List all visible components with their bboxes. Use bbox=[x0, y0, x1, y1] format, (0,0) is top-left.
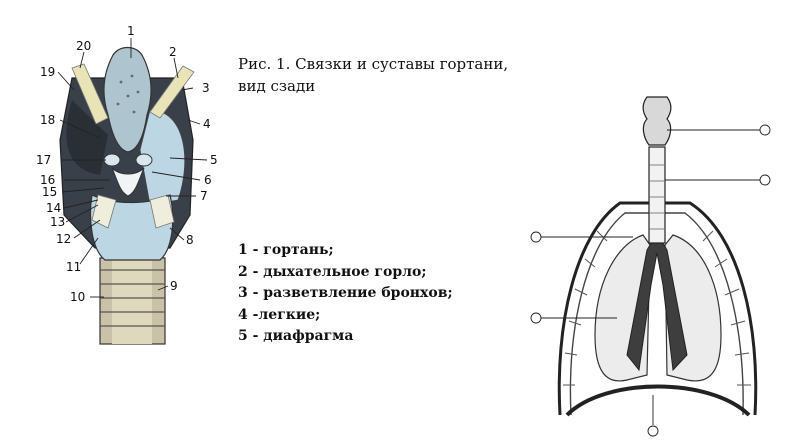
larynx-label-8: 8 bbox=[186, 233, 194, 247]
larynx-label-12: 12 bbox=[56, 232, 71, 246]
larynx-label-19: 19 bbox=[40, 65, 55, 79]
larynx-label-20: 20 bbox=[76, 39, 91, 53]
larynx-label-3: 3 bbox=[202, 81, 210, 95]
larynx-label-13: 13 bbox=[50, 215, 65, 229]
trachea bbox=[99, 257, 166, 345]
system-leaders bbox=[530, 124, 771, 437]
trachea-tube bbox=[648, 146, 666, 244]
ligament-right bbox=[149, 65, 195, 119]
larynx-label-18: 18 bbox=[40, 113, 55, 127]
legend-item-diaphragm: 5 - диафрагма bbox=[238, 328, 354, 344]
ligament-left bbox=[71, 63, 109, 125]
larynx-label-17: 17 bbox=[36, 153, 51, 167]
right-wing bbox=[139, 109, 186, 206]
legend-item-larynx: 1 - гортань; bbox=[238, 242, 334, 258]
larynx-illustration: 1 2 3 4 5 6 7 8 9 10 11 12 13 14 15 16 1… bbox=[36, 24, 218, 345]
left-wing bbox=[66, 100, 108, 175]
epiglottis-dots bbox=[116, 74, 140, 114]
legend-item-trachea: 2 - дыхательное горло; bbox=[238, 263, 427, 280]
larynx-label-10: 10 bbox=[70, 290, 85, 304]
larynx-label-14: 14 bbox=[46, 201, 61, 215]
larynx-label-9: 9 bbox=[170, 279, 178, 293]
rib-hatching bbox=[563, 230, 751, 386]
larynx-label-1: 1 bbox=[127, 24, 135, 38]
larynx-label-16: 16 bbox=[40, 173, 55, 187]
caption-line-1: Рис. 1. Связки и суставы гортани, bbox=[238, 55, 509, 73]
legend-list: 1 - гортань; 2 - дыхательное горло; 3 - … bbox=[238, 240, 488, 348]
figure-caption: Рис. 1. Связки и суставы гортани, вид сз… bbox=[238, 53, 528, 97]
respiratory-system-illustration bbox=[530, 96, 771, 437]
larynx-label-11: 11 bbox=[66, 260, 81, 274]
larynx-top bbox=[642, 96, 672, 146]
diaphragm bbox=[565, 384, 751, 417]
legend-item-bronchi: 3 - разветвление бронхов; bbox=[238, 285, 453, 301]
epiglottis bbox=[103, 46, 152, 153]
cricoarytenoid-ligament-left bbox=[91, 194, 117, 229]
arytenoid-cartilages bbox=[103, 153, 153, 197]
larynx-label-6: 6 bbox=[204, 173, 212, 187]
caption-line-2: вид сзади bbox=[238, 77, 316, 95]
larynx-label-5: 5 bbox=[210, 153, 218, 167]
larynx-label-2: 2 bbox=[169, 45, 177, 59]
legend-item-lungs: 4 -легкие; bbox=[238, 306, 321, 323]
larynx-label-7: 7 bbox=[200, 189, 208, 203]
bronchial-tree bbox=[626, 239, 688, 372]
cricoarytenoid-ligament-right bbox=[149, 194, 175, 229]
larynx-label-15: 15 bbox=[42, 185, 57, 199]
larynx-label-4: 4 bbox=[203, 117, 211, 131]
leader-lines bbox=[57, 38, 208, 298]
